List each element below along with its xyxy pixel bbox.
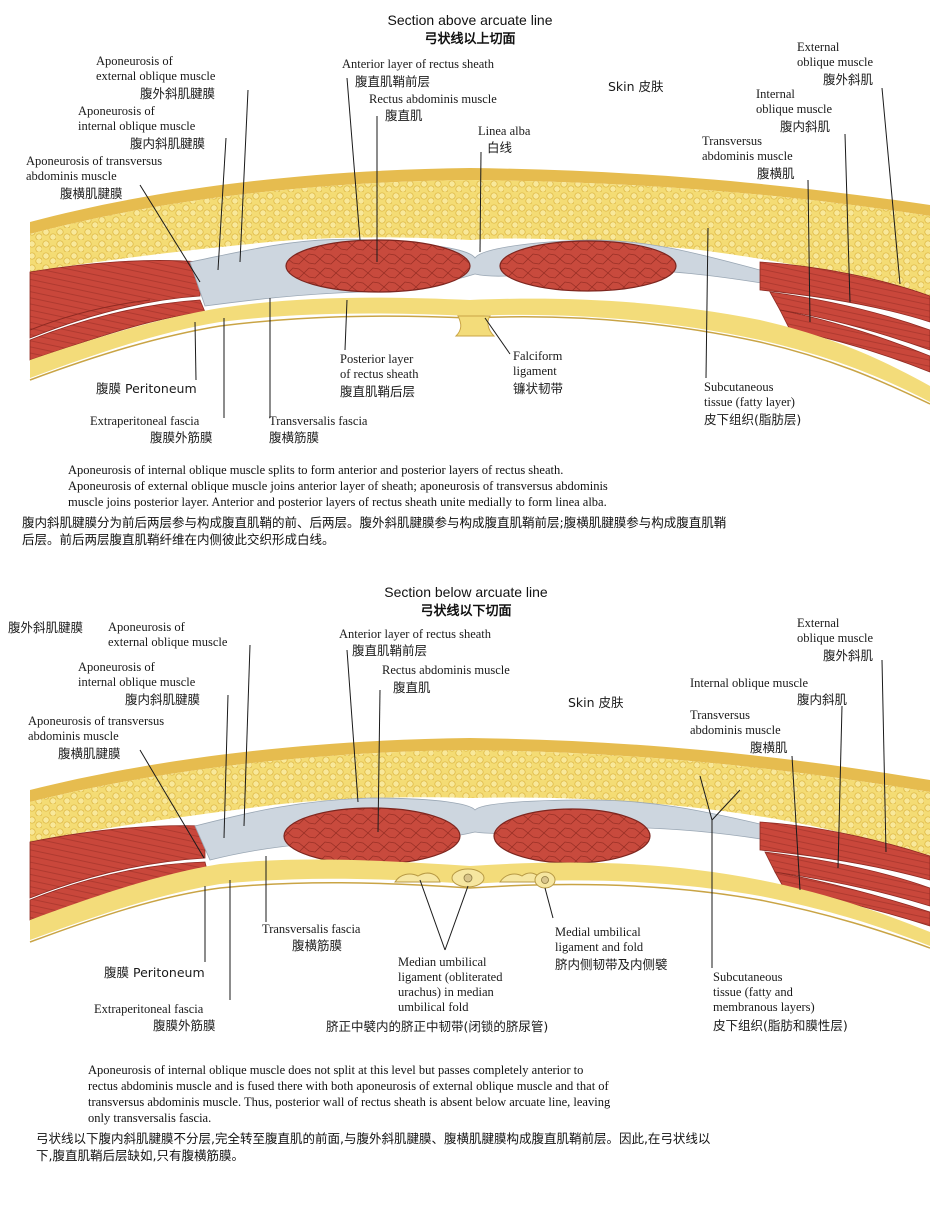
bottom-int-obl-apo-zh: 腹内斜肌腱膜 <box>125 692 201 707</box>
umbilical-folds <box>394 868 556 889</box>
bottom-median-umb-label: Median umbilical ligament (obliterated u… <box>398 955 503 1014</box>
bottom-title-zh: 弓状线以下切面 <box>420 604 512 619</box>
bottom-ext-obl-zh: 腹外斜肌 <box>823 648 874 663</box>
bottom-leader-lines <box>139 644 887 1000</box>
bottom-extraperitoneal-zh: 腹膜外筋膜 <box>153 1018 216 1033</box>
top-rectus-zh: 腹直肌 <box>385 108 423 123</box>
bottom-caption-en: Aponeurosis of internal oblique muscle d… <box>88 1063 611 1125</box>
top-linea-alba-label: Linea alba <box>478 124 531 138</box>
bottom-trans-label: Transversus abdominis muscle <box>690 708 781 737</box>
top-rectus-label: Rectus abdominis muscle <box>369 92 497 106</box>
top-ext-obl-label: External oblique muscle <box>797 40 874 69</box>
top-peritoneum-label: 腹膜 Peritoneum <box>96 381 197 396</box>
top-falciform-zh: 镰状韧带 <box>513 381 564 396</box>
bottom-ext-obl-label: External oblique muscle <box>797 616 874 645</box>
bottom-subcut-zh: 皮下组织(脂肪和膜性层) <box>713 1018 848 1033</box>
bottom-int-obl-label: Internal oblique muscle <box>690 676 809 690</box>
bottom-extraperitoneal-label: Extraperitoneal fascia <box>94 1002 204 1016</box>
top-int-obl-label: Internal oblique muscle <box>756 87 833 116</box>
bottom-int-obl-zh: 腹内斜肌 <box>797 692 848 707</box>
bottom-trans-apo-zh: 腹横肌腱膜 <box>58 746 121 761</box>
top-section-drawing <box>29 168 930 405</box>
top-skin-label: Skin 皮肤 <box>608 79 664 94</box>
bottom-ext-obl-apo-zh: 腹外斜肌腱膜 <box>8 620 84 635</box>
top-trans-zh: 腹横肌 <box>757 166 795 181</box>
top-trans-apo-label: Aponeurosis of transversus abdominis mus… <box>26 154 163 183</box>
top-int-obl-apo-label: Aponeurosis of internal oblique muscle <box>78 104 196 133</box>
bottom-median-umb-zh: 脐正中襞内的脐正中韧带(闭锁的脐尿管) <box>326 1019 549 1034</box>
top-leader-lines <box>139 77 901 418</box>
bottom-rectus-zh: 腹直肌 <box>393 680 431 695</box>
top-trans-apo-zh: 腹横肌腱膜 <box>60 186 123 201</box>
top-title: Section above arcuate line 弓状线以上切面 <box>320 12 620 47</box>
bottom-transversalis-zh: 腹横筋膜 <box>292 938 343 953</box>
top-ext-obl-apo-zh: 腹外斜肌腱膜 <box>140 86 216 101</box>
bottom-caption-zh: 弓状线以下腹内斜肌腱膜不分层,完全转至腹直肌的前面,与腹外斜肌腱膜、腹横肌腱膜构… <box>36 1131 711 1163</box>
bottom-rectus-label: Rectus abdominis muscle <box>382 663 510 677</box>
bottom-skin-label: Skin 皮肤 <box>568 695 624 710</box>
top-subcut-label: Subcutaneous tissue (fatty layer) <box>704 380 795 409</box>
top-caption-en: Aponeurosis of internal oblique muscle s… <box>68 463 608 509</box>
top-caption-zh: 腹内斜肌腱膜分为前后两层参与构成腹直肌鞘的前、后两层。腹外斜肌腱膜参与构成腹直肌… <box>22 515 727 547</box>
top-title-zh: 弓状线以上切面 <box>424 32 516 47</box>
top-transversalis-zh: 腹横筋膜 <box>269 430 320 445</box>
bottom-section-drawing <box>29 738 930 949</box>
bottom-peritoneum-label: 腹膜 Peritoneum <box>104 965 205 980</box>
top-post-sheath-label: Posterior layer of rectus sheath <box>340 352 419 381</box>
bottom-trans-zh: 腹横肌 <box>750 740 788 755</box>
top-int-obl-apo-zh: 腹内斜肌腱膜 <box>130 136 206 151</box>
bottom-trans-apo-label: Aponeurosis of transversus abdominis mus… <box>28 714 165 743</box>
top-ant-sheath-label: Anterior layer of rectus sheath <box>342 57 495 71</box>
bottom-int-obl-apo-label: Aponeurosis of internal oblique muscle <box>78 660 196 689</box>
bottom-title: Section below arcuate line 弓状线以下切面 <box>316 584 616 619</box>
top-ext-obl-zh: 腹外斜肌 <box>823 72 874 87</box>
bottom-ant-sheath-zh: 腹直肌鞘前层 <box>352 643 428 658</box>
bottom-transversalis-label: Transversalis fascia <box>262 922 361 936</box>
bottom-medial-umb-label: Medial umbilical ligament and fold <box>555 925 644 954</box>
top-int-obl-zh: 腹内斜肌 <box>780 119 831 134</box>
bottom-title-en: Section below arcuate line <box>384 584 548 600</box>
top-ant-sheath-zh: 腹直肌鞘前层 <box>355 74 431 89</box>
top-trans-label: Transversus abdominis muscle <box>702 134 793 163</box>
top-transversalis-label: Transversalis fascia <box>269 414 368 428</box>
top-subcut-zh: 皮下组织(脂肪层) <box>704 412 802 427</box>
top-title-en: Section above arcuate line <box>387 12 553 28</box>
bottom-ant-sheath-label: Anterior layer of rectus sheath <box>339 627 492 641</box>
bottom-medial-umb-zh: 脐内侧韧带及内侧襞 <box>555 957 668 972</box>
top-post-sheath-zh: 腹直肌鞘后层 <box>340 384 416 399</box>
top-linea-alba-zh: 白线 <box>487 140 513 155</box>
top-extraperitoneal-zh: 腹膜外筋膜 <box>150 430 213 445</box>
top-falciform-label: Falciform ligament <box>513 349 563 378</box>
top-extraperitoneal-label: Extraperitoneal fascia <box>90 414 200 428</box>
top-ext-obl-apo-label: Aponeurosis of external oblique muscle <box>96 54 216 83</box>
bottom-ext-obl-apo-label: Aponeurosis of external oblique muscle <box>108 620 228 649</box>
bottom-subcut-label: Subcutaneous tissue (fatty and membranou… <box>713 970 815 1014</box>
